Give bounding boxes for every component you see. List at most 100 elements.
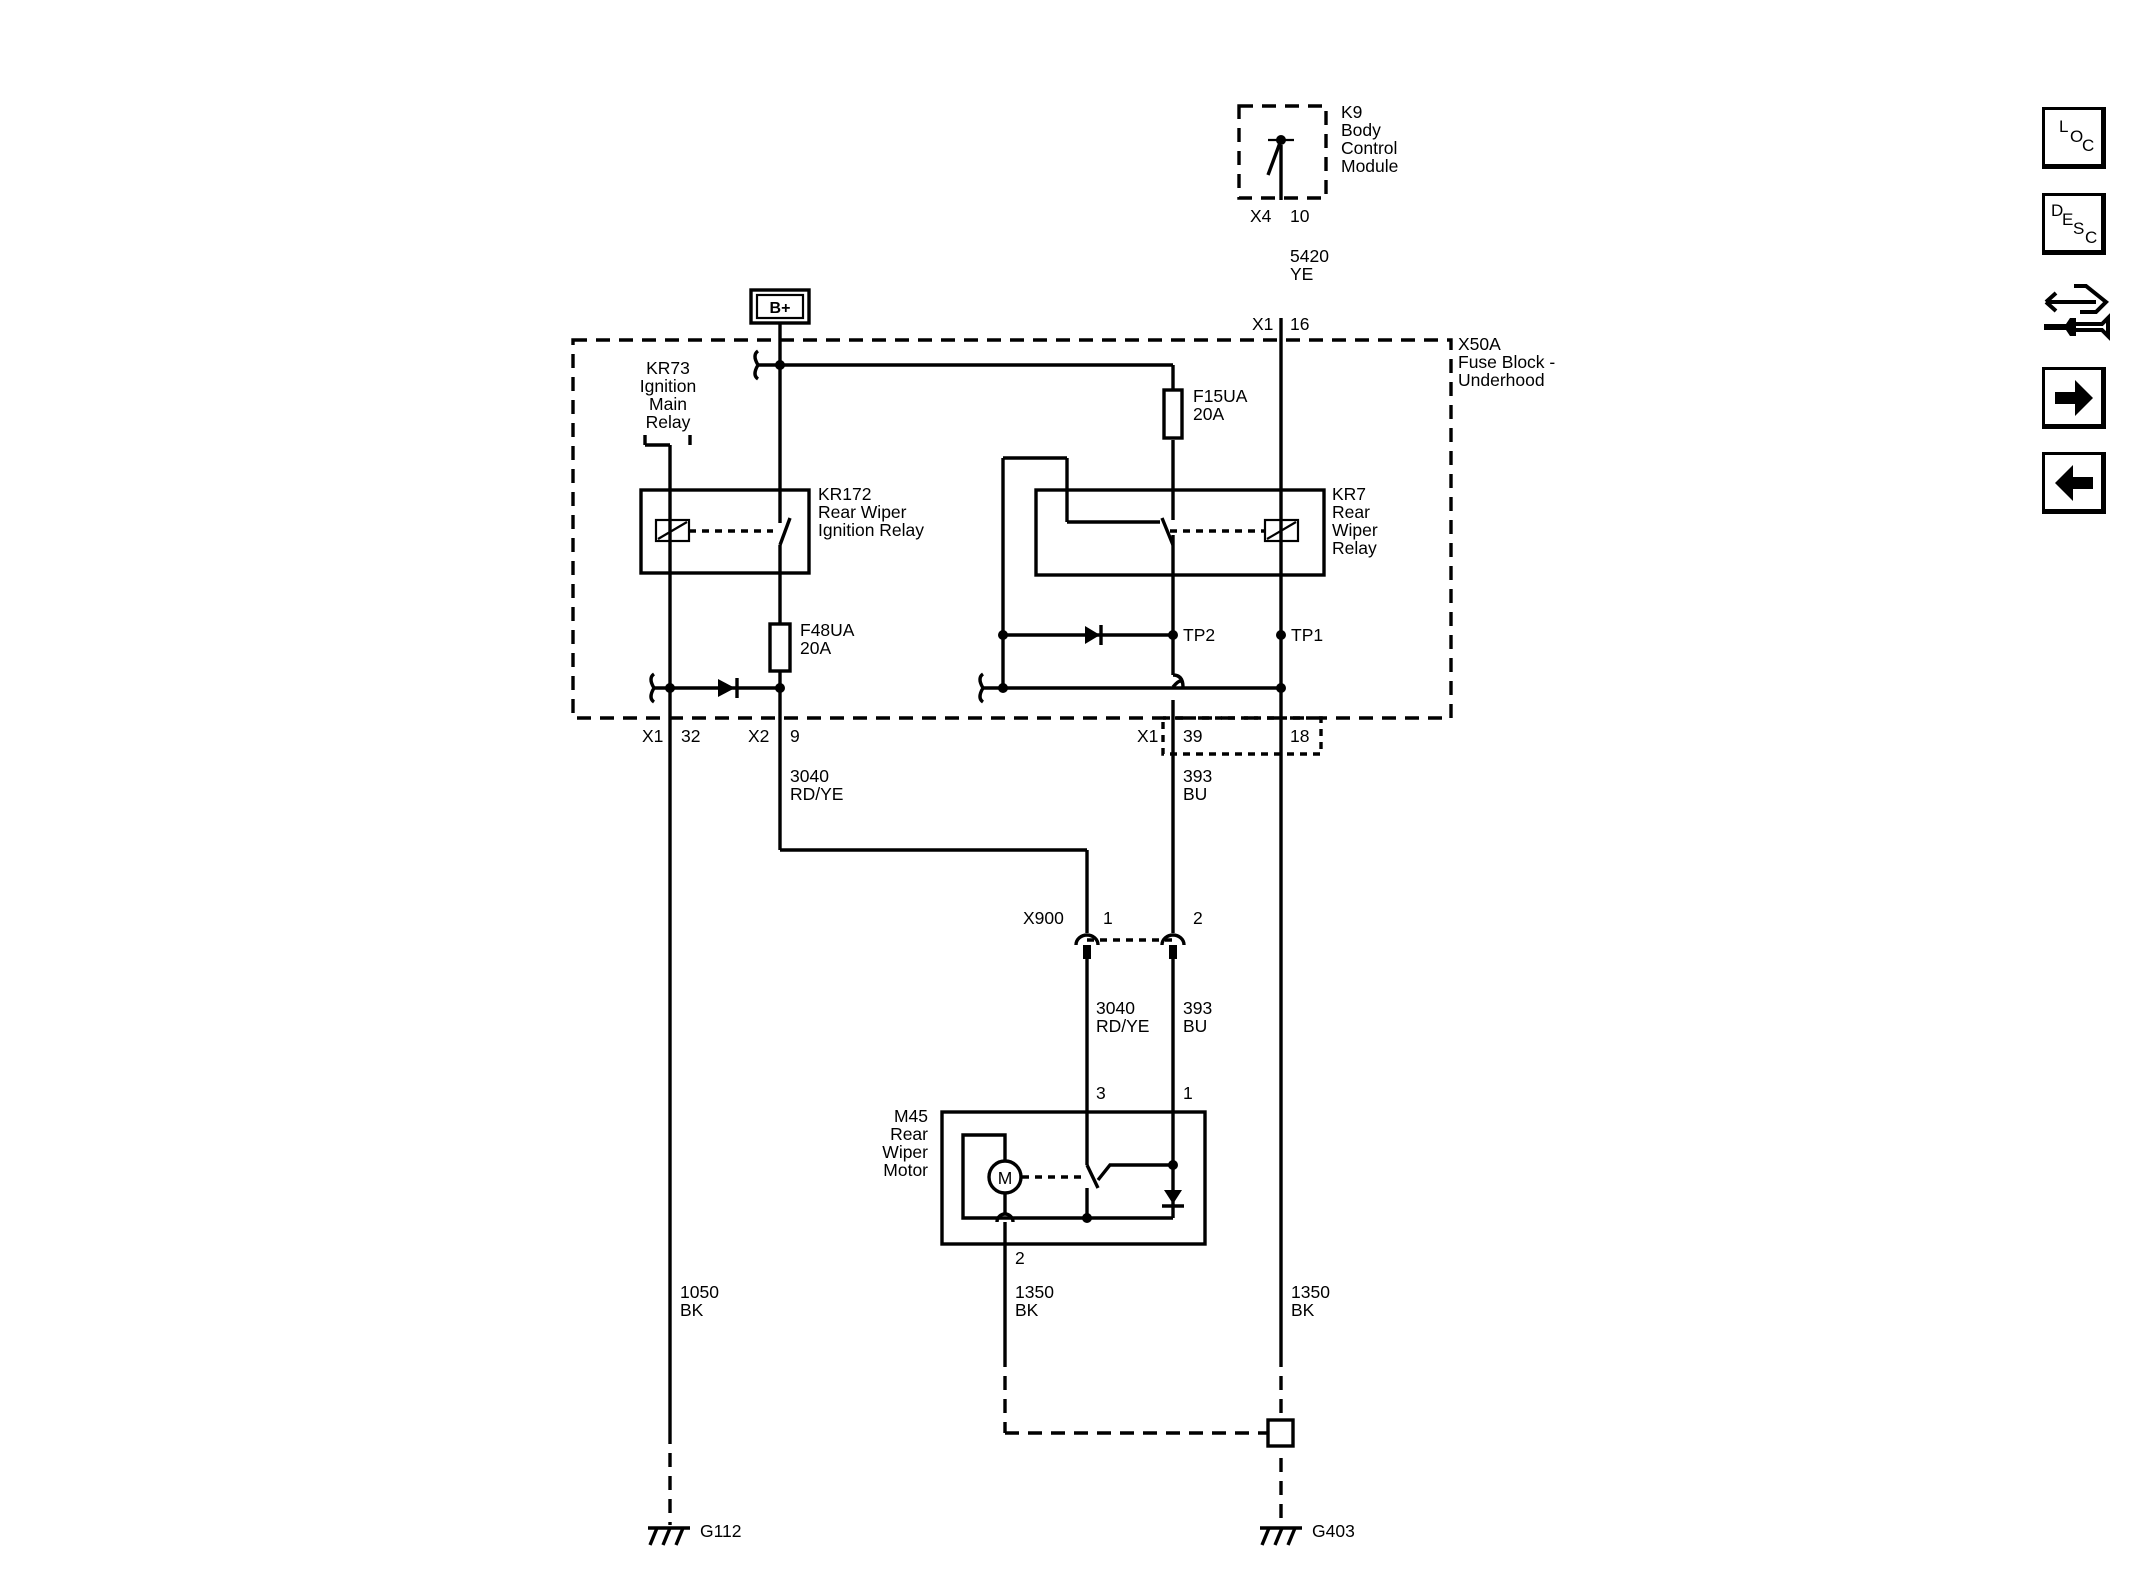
loc-letter-o: O xyxy=(2070,127,2084,146)
x900-id: X900 xyxy=(1023,908,1064,928)
x900-pin1-terminal xyxy=(1074,933,1100,946)
tp1-point xyxy=(1276,630,1286,640)
splice-bplus xyxy=(775,360,785,370)
x1-32-pin: 32 xyxy=(681,726,700,746)
arrow-left-icon xyxy=(2055,465,2093,501)
splice-1050 xyxy=(665,683,675,693)
x50a-id: X50A xyxy=(1458,334,1501,354)
kr73-line-1: KR73 xyxy=(646,358,690,378)
kr7-line-1: KR7 xyxy=(1332,484,1366,504)
wire-1350-motor-number: 1350 xyxy=(1015,1282,1054,1302)
x1-18-pin: 18 xyxy=(1290,726,1309,746)
f15ua-fuse xyxy=(1162,388,1184,440)
desc-letter-c: C xyxy=(2085,228,2098,247)
motor-ground-terminal xyxy=(995,1212,1015,1223)
loc-button[interactable]: L O C xyxy=(2042,107,2106,169)
kr7-line-3: Wiper xyxy=(1332,520,1378,540)
kr73-line-3: Main xyxy=(649,394,687,414)
k9-pin: 10 xyxy=(1290,206,1310,226)
kr172-line-1: KR172 xyxy=(818,484,872,504)
f48ua-fuse xyxy=(768,622,792,673)
x900-pin2-male xyxy=(1169,945,1177,959)
connector-tool-icon[interactable] xyxy=(2040,280,2112,344)
splice-1350 xyxy=(1276,683,1286,693)
x1-32-conn: X1 xyxy=(642,726,663,746)
wire-1350-right-color: BK xyxy=(1291,1300,1315,1320)
x900-pin-2: 2 xyxy=(1193,908,1203,928)
k9-line-3: Module xyxy=(1341,156,1398,176)
next-button[interactable] xyxy=(2042,367,2106,429)
wire-5420-color: YE xyxy=(1290,264,1313,284)
x2-9-pin: 9 xyxy=(790,726,800,746)
m45-pin-1: 1 xyxy=(1183,1083,1193,1103)
diode-left xyxy=(718,679,735,697)
tp2-point xyxy=(1168,630,1178,640)
kr172-switch xyxy=(778,517,792,546)
ground-g112-symbol xyxy=(648,1526,690,1546)
tp1-label: TP1 xyxy=(1291,625,1323,645)
k9-switch xyxy=(1266,139,1283,176)
splice-loop-tp2 xyxy=(998,630,1008,640)
kr7-switch xyxy=(1160,517,1175,546)
x1-connector-outline xyxy=(1161,716,1323,756)
motor-park-contact xyxy=(1096,1163,1173,1182)
g112-label: G112 xyxy=(700,1521,742,1541)
tp2-label: TP2 xyxy=(1183,625,1215,645)
back-button[interactable] xyxy=(2042,452,2106,514)
m45-line-4: Motor xyxy=(883,1160,928,1180)
kr73-line-4: Relay xyxy=(646,412,691,432)
m45-line-2: Rear xyxy=(890,1124,928,1144)
x1-16-pin: 16 xyxy=(1290,314,1309,334)
kr7-relay-box xyxy=(1034,488,1326,577)
kr7-coil xyxy=(1263,518,1300,543)
k9-id: K9 xyxy=(1341,102,1362,122)
wire-1350-motor-color: BK xyxy=(1015,1300,1039,1320)
x900-pin2-terminal xyxy=(1160,933,1186,946)
m45-pin-3: 3 xyxy=(1096,1083,1106,1103)
x50a-line-1: Fuse Block - xyxy=(1458,352,1555,372)
x50a-fuse-block-outline xyxy=(571,338,1453,720)
splice-3040 xyxy=(775,683,785,693)
g403-label: G403 xyxy=(1312,1521,1355,1541)
kr7-coil-slash xyxy=(1266,521,1297,540)
kr172-coil-slash xyxy=(657,521,688,540)
wire-1050-number: 1050 xyxy=(680,1282,719,1302)
wire-393-top-number: 393 xyxy=(1183,766,1212,786)
desc-button[interactable]: D E S C xyxy=(2042,193,2106,255)
f15ua-line-1: F15UA xyxy=(1193,386,1248,406)
wire-5420-number: 5420 xyxy=(1290,246,1329,266)
battery-box-inner xyxy=(755,293,805,320)
m45-line-1: M45 xyxy=(894,1106,928,1126)
x1-39-pin: 39 xyxy=(1183,726,1202,746)
wire-393-top-color: BU xyxy=(1183,784,1207,804)
x1-16-conn: X1 xyxy=(1252,314,1273,334)
wire-393-bot-color: BU xyxy=(1183,1016,1207,1036)
wire-393-bot-number: 393 xyxy=(1183,998,1212,1018)
desc-letter-s: S xyxy=(2073,219,2085,238)
arrow-right-icon xyxy=(2055,380,2093,416)
x900-pin-1: 1 xyxy=(1103,908,1113,928)
kr172-relay-box xyxy=(639,488,811,575)
m45-line-3: Wiper xyxy=(882,1142,928,1162)
m45-motor-box xyxy=(940,1110,1207,1246)
kr7-line-4: Relay xyxy=(1332,538,1377,558)
ground-g403-symbol xyxy=(1260,1526,1302,1546)
f15ua-line-2: 20A xyxy=(1193,404,1224,424)
diode-tp2 xyxy=(1085,626,1100,644)
wire-bus-right-break xyxy=(978,672,985,704)
kr172-line-3: Ignition Relay xyxy=(818,520,924,540)
x1-39-conn: X1 xyxy=(1137,726,1158,746)
wire-1350-right-number: 1350 xyxy=(1291,1282,1330,1302)
loc-letter-l: L xyxy=(2059,117,2069,136)
wire-bus-left-break xyxy=(649,672,656,704)
kr172-line-2: Rear Wiper xyxy=(818,502,907,522)
x2-9-conn: X2 xyxy=(748,726,769,746)
m45-internal-loop xyxy=(961,1133,1087,1220)
x50a-line-2: Underhood xyxy=(1458,370,1545,390)
wire-3040-top-number: 3040 xyxy=(790,766,829,786)
k9-module-outline xyxy=(1237,104,1328,200)
wire-1050-color: BK xyxy=(680,1300,704,1320)
f48ua-line-1: F48UA xyxy=(800,620,855,640)
x900-pin1-male xyxy=(1083,945,1091,959)
